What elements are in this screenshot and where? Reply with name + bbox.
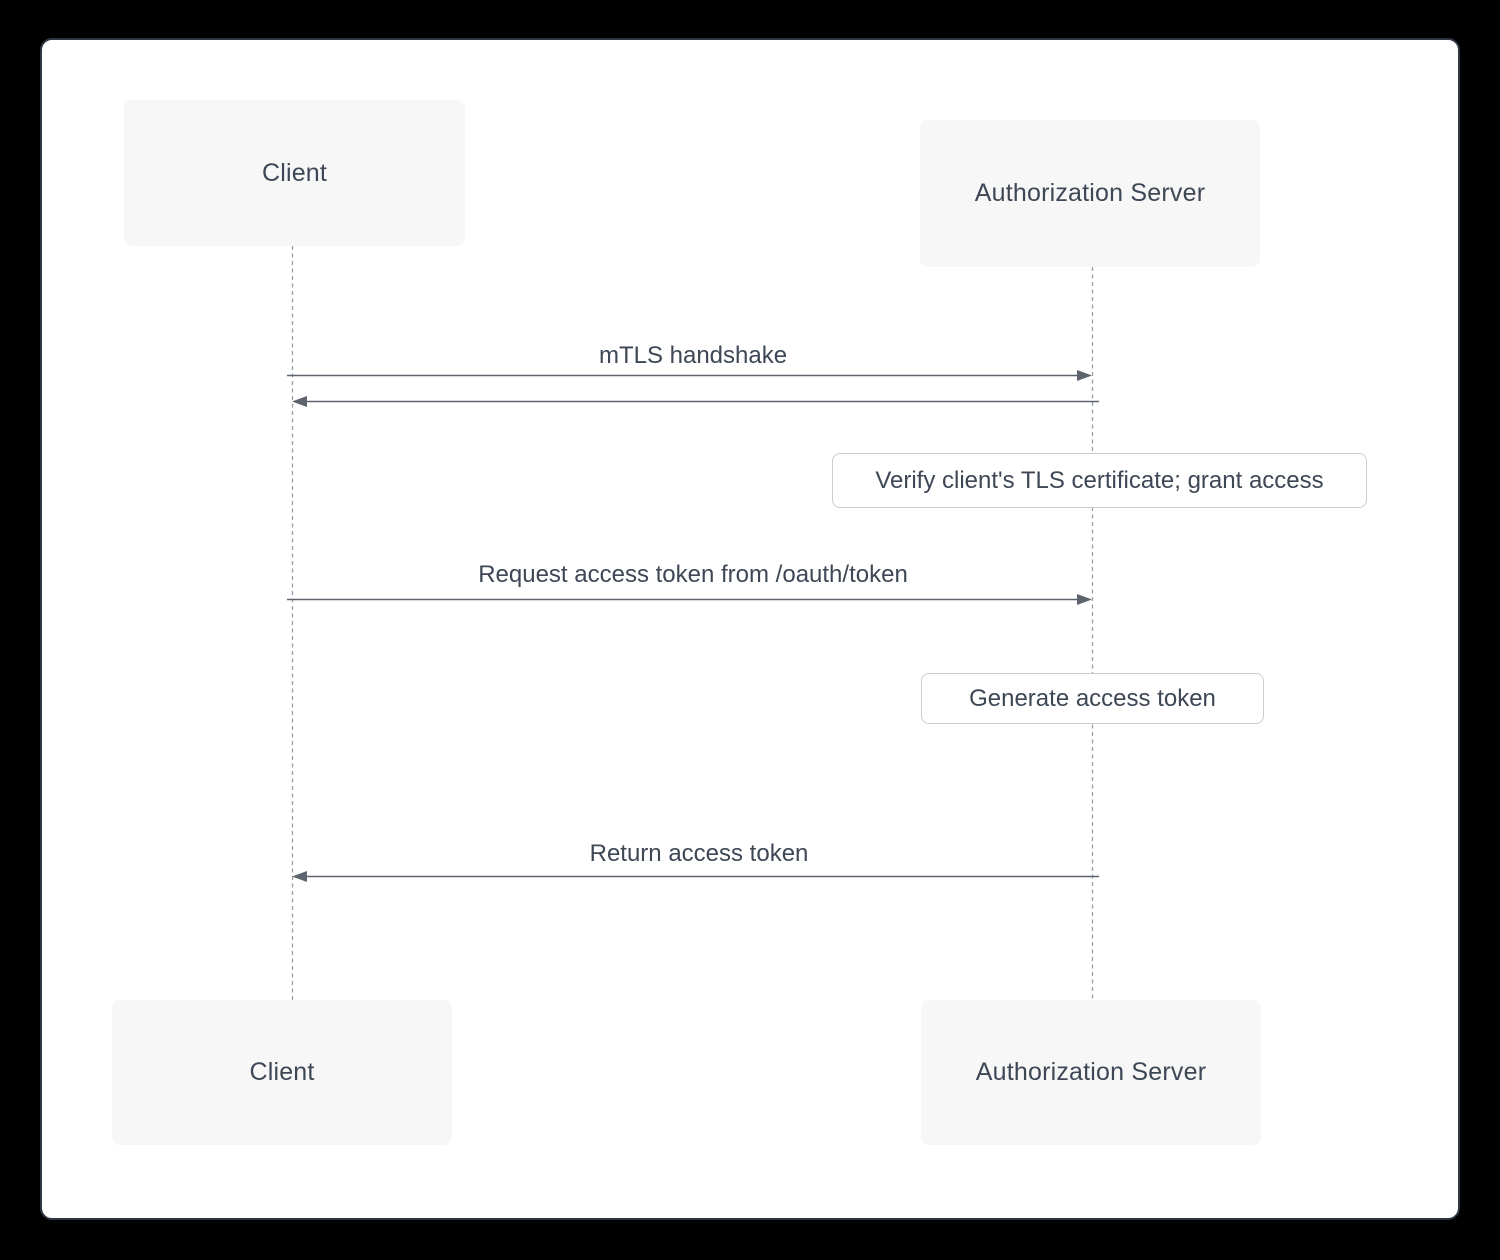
actor-label: Client [249, 1058, 315, 1086]
arrowhead-left-icon [292, 871, 307, 882]
note-generate-token: Generate access token [921, 673, 1264, 724]
actor-authorization-server-bottom: Authorization Server [921, 1000, 1261, 1145]
arrowhead-right-icon [1077, 370, 1092, 381]
note-label: Generate access token [969, 684, 1216, 712]
actor-label: Authorization Server [975, 1058, 1207, 1086]
actor-client-top: Client [124, 100, 465, 246]
arrowhead-left-icon [292, 396, 307, 407]
message-label-mtls-handshake: mTLS handshake [598, 342, 788, 369]
diagram-canvas: Client Authorization Server mTLS handsha… [40, 38, 1460, 1220]
actor-label: Client [261, 158, 328, 187]
actor-authorization-server-top: Authorization Server [920, 120, 1260, 267]
note-label: Verify client's TLS certificate; grant a… [875, 466, 1324, 494]
message-label-request-token: Request access token from /oauth/token [478, 561, 908, 588]
arrowhead-right-icon [1077, 594, 1092, 605]
actor-client-bottom: Client [112, 1000, 452, 1145]
actor-label: Authorization Server [974, 179, 1206, 207]
note-verify-certificate: Verify client's TLS certificate; grant a… [832, 453, 1367, 508]
message-label-return-token: Return access token [589, 840, 809, 867]
